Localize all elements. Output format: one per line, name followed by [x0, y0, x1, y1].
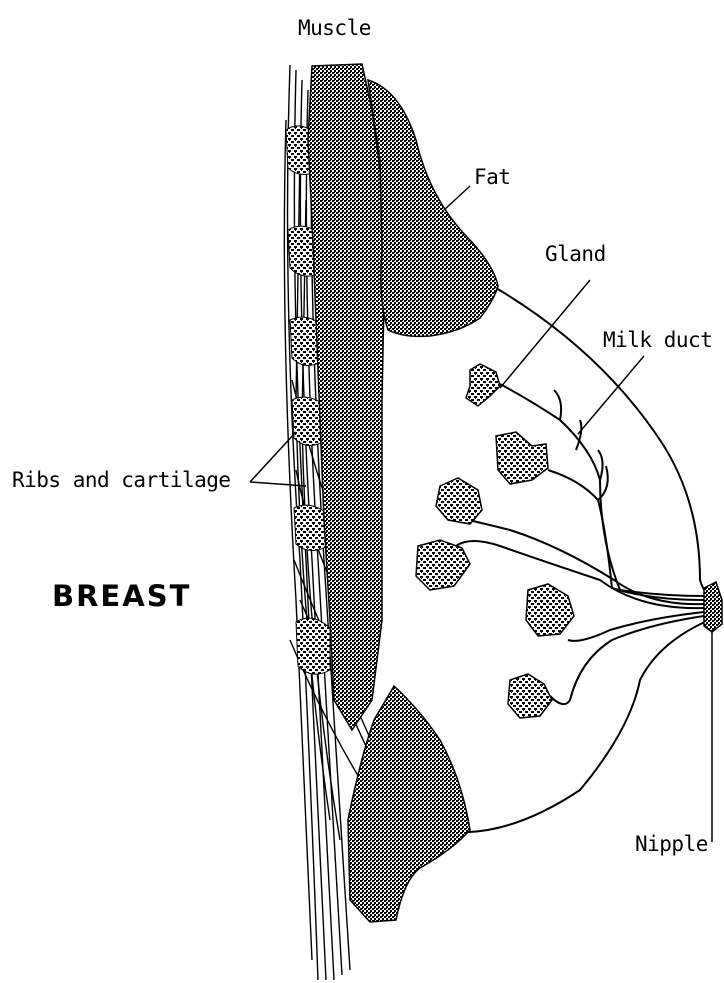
milk-duct-label: Milk duct — [603, 330, 712, 351]
nipple-shape — [704, 582, 722, 632]
fat-label: Fat — [474, 167, 510, 188]
gland-label: Gland — [545, 244, 606, 265]
ribs-leader-line-2 — [250, 482, 306, 486]
upper-fat-shape — [368, 80, 498, 336]
fat-leader-line — [444, 186, 470, 210]
milk-ducts — [450, 384, 704, 704]
muscle-label: Muscle — [298, 18, 371, 39]
milk-duct-leader-line — [578, 356, 644, 434]
gland-lobules — [416, 364, 574, 718]
ribs-and-cartilage-label: Ribs and cartilage — [12, 470, 231, 491]
nipple-label: Nipple — [635, 834, 708, 855]
breast-outline — [468, 288, 716, 832]
diagram-title: BREAST — [52, 582, 191, 611]
gland-leader-line — [500, 280, 590, 388]
lower-fat-shape — [348, 686, 470, 922]
